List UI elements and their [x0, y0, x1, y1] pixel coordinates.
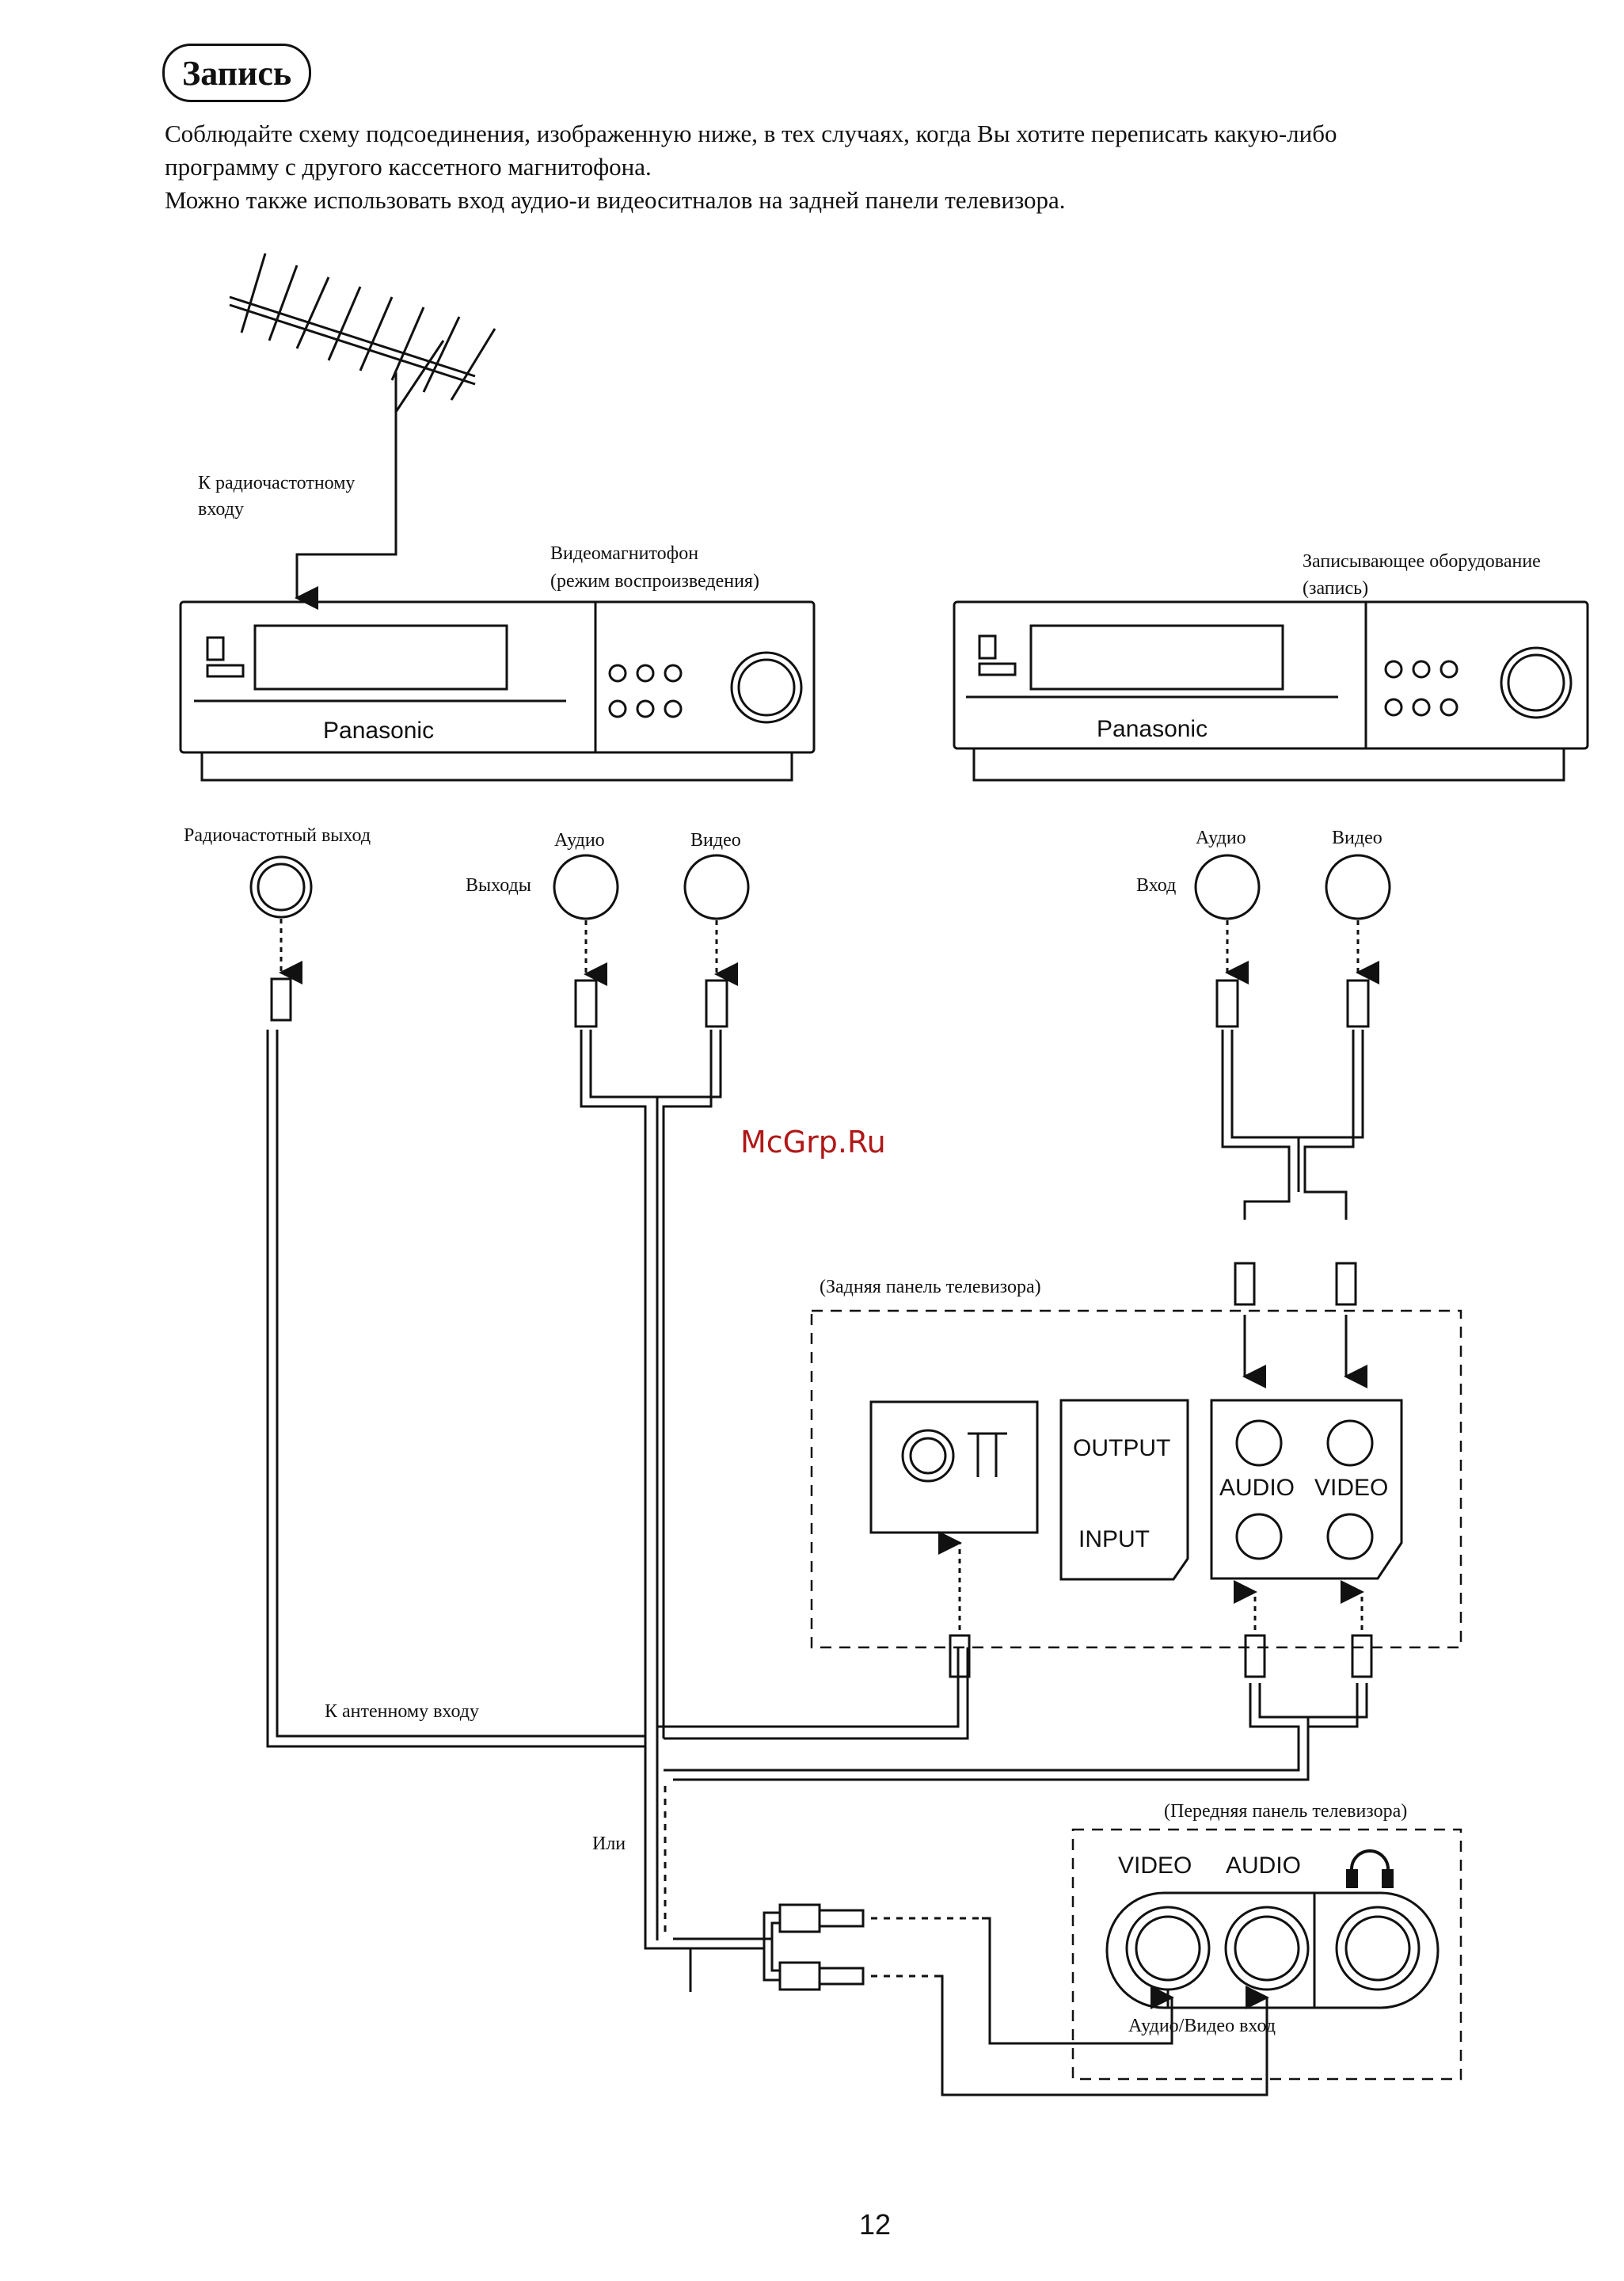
rf-input-label-2: входу — [198, 499, 244, 520]
tv-rear-av-jacks — [1210, 1399, 1403, 1580]
vcr-recording-brand: Panasonic — [1097, 716, 1208, 742]
video-output-jack — [683, 854, 750, 920]
tv-front-panel — [1071, 1828, 1462, 2081]
watermark: McGrp.Ru — [740, 1125, 886, 1160]
input-switch-label: INPUT — [1078, 1526, 1150, 1552]
antenna-input-label: К антенному входу — [325, 1701, 479, 1722]
tv-rear-panel-label: (Задняя панель телевизора) — [820, 1277, 1041, 1297]
audio-output-jack — [553, 854, 619, 920]
tv-front-av-jacks — [1105, 1891, 1440, 2009]
intro-text: Соблюдайте схему подсоединения, изображе… — [165, 117, 1590, 217]
intro-line-1: Соблюдайте схему подсоединения, изображе… — [165, 120, 1337, 147]
rear-av-cables — [664, 1580, 1373, 1781]
recording-cables — [1215, 920, 1379, 1388]
audio-output-label: Аудио — [554, 830, 605, 851]
video-input-jack — [1325, 854, 1391, 920]
rf-input-label-1: К радиочастотному — [198, 473, 355, 493]
intro-line-2: программу с другого кассетного магнитофо… — [165, 153, 652, 181]
video-input-label: Видео — [1332, 828, 1382, 848]
audio-input-jack — [1194, 854, 1261, 920]
tv-rear-panel — [810, 1309, 1462, 1649]
vcr-playback-label-2: (режим воспроизведения) — [550, 571, 759, 592]
recording-equipment-label-1: Записывающее оборудование — [1303, 551, 1541, 572]
outputs-label: Выходы — [466, 875, 531, 896]
front-panel-cables — [664, 1786, 1269, 2096]
vcr-playback-label-1: Видеомагнитофон — [550, 543, 698, 564]
av-input-label: Аудио/Видео вход — [1128, 2016, 1276, 2036]
rear-audio-label: AUDIO — [1219, 1475, 1295, 1501]
section-title: Запись — [162, 44, 312, 102]
front-video-label: VIDEO — [1118, 1853, 1192, 1879]
antenna-cable — [295, 546, 397, 610]
output-switch-label: OUTPUT — [1073, 1435, 1170, 1461]
intro-line-3: Можно также использовать вход аудио-и ви… — [165, 186, 1066, 214]
section-title-text: Запись — [182, 53, 292, 93]
tv-front-panel-label: (Передняя панель телевизора) — [1164, 1801, 1407, 1822]
front-audio-label: AUDIO — [1226, 1853, 1301, 1879]
recording-equipment-label-2: (запись) — [1303, 578, 1368, 599]
playback-cables — [266, 919, 969, 1992]
headphones-icon — [1346, 1849, 1394, 1888]
audio-input-label: Аудио — [1196, 828, 1246, 848]
tv-rear-switch — [1059, 1399, 1189, 1581]
rf-output-jack — [249, 855, 313, 919]
rear-video-label: VIDEO — [1314, 1475, 1388, 1501]
antenna-icon — [229, 253, 496, 546]
rf-plug — [949, 1634, 971, 1678]
rf-output-label: Радиочастотный выход — [184, 825, 371, 846]
video-output-label: Видео — [690, 830, 741, 851]
page-number: 12 — [859, 2208, 892, 2241]
vcr-playback — [179, 600, 816, 782]
input-label: Вход — [1136, 875, 1176, 896]
vcr-playback-brand: Panasonic — [323, 718, 434, 744]
tv-rear-rf-input — [869, 1400, 1039, 1534]
or-label: Или — [592, 1834, 626, 1854]
vcr-recording — [953, 600, 1589, 782]
